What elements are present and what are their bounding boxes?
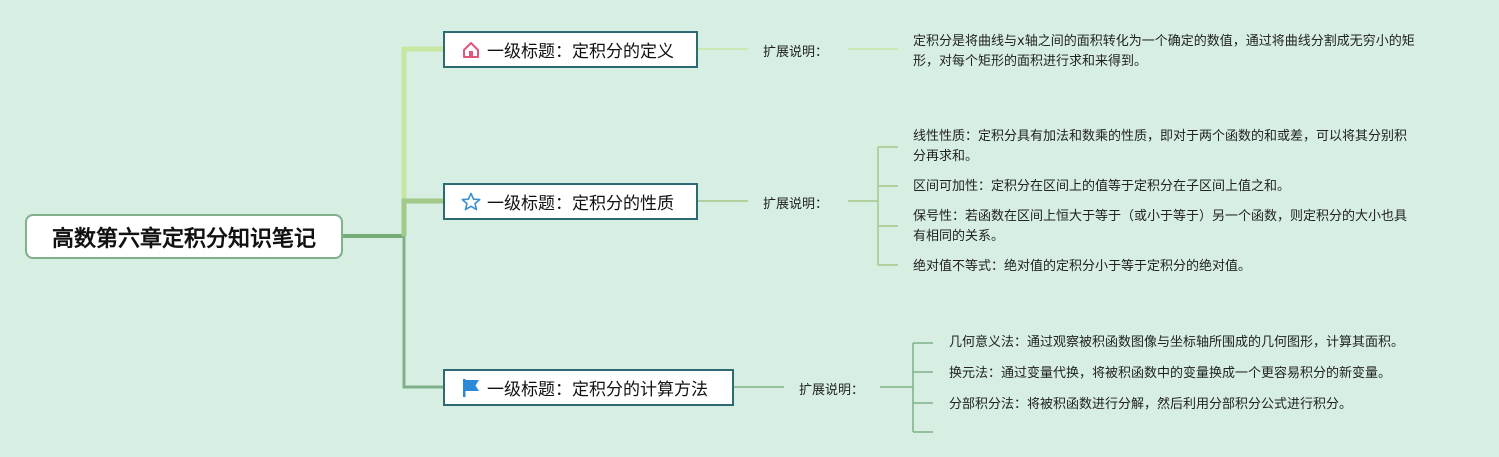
flag-icon xyxy=(461,378,481,398)
topic-methods[interactable]: 一级标题：定积分的计算方法 xyxy=(443,369,734,406)
note-additivity[interactable]: 区间可加性：定积分在区间上的值等于定积分在子区间上值之和。 xyxy=(913,179,1291,194)
note-abs-inequality[interactable]: 绝对值不等式：绝对值的定积分小于等于定积分的绝对值。 xyxy=(913,259,1252,274)
root-title: 高数第六章定积分知识笔记 xyxy=(51,226,316,252)
branch-3-connector xyxy=(402,236,443,389)
ext-label[interactable]: 扩展说明： xyxy=(763,45,829,60)
note-geometric-method[interactable]: 几何意义法：通过观察被积函数图像与坐标轴所围成的几何图形，计算其面积。 xyxy=(949,335,1405,350)
note-integration-by-parts[interactable]: 分部积分法：将被积函数进行分解，然后利用分部积分公式进行积分。 xyxy=(949,397,1353,412)
topic-definition[interactable]: 一级标题：定积分的定义 xyxy=(443,31,698,68)
note-bracket-2 xyxy=(848,146,898,266)
branch-2-connector xyxy=(401,198,443,236)
note-substitution-method[interactable]: 换元法：通过变量代换，将被积函数中的变量换成一个更容易积分的新变量。 xyxy=(949,366,1392,381)
note-definition[interactable]: 定积分是将曲线与x轴之间的面积转化为一个确定的数值，通过将曲线分割成无穷小的矩形… xyxy=(913,34,1415,69)
home-icon xyxy=(461,40,481,60)
topic-properties[interactable]: 一级标题：定积分的性质 xyxy=(443,183,698,220)
ext-label[interactable]: 扩展说明： xyxy=(763,197,829,212)
topic-title: 一级标题：定积分的性质 xyxy=(487,194,674,214)
ext-label[interactable]: 扩展说明： xyxy=(799,383,865,398)
note-linearity[interactable]: 线性性质：定积分具有加法和数乘的性质，即对于两个函数的和或差，可以将其分别积分再… xyxy=(913,129,1408,164)
topic-title: 一级标题：定积分的计算方法 xyxy=(487,380,708,400)
branch-1-connector xyxy=(401,46,443,236)
note-bracket-3 xyxy=(880,342,933,433)
root-topic[interactable]: 高数第六章定积分知识笔记 xyxy=(25,214,343,259)
topic-title: 一级标题：定积分的定义 xyxy=(487,42,674,62)
star-icon xyxy=(461,192,481,212)
note-sign-preservation[interactable]: 保号性：若函数在区间上恒大于等于（或小于等于）另一个函数，则定积分的大小也具有相… xyxy=(913,209,1408,244)
